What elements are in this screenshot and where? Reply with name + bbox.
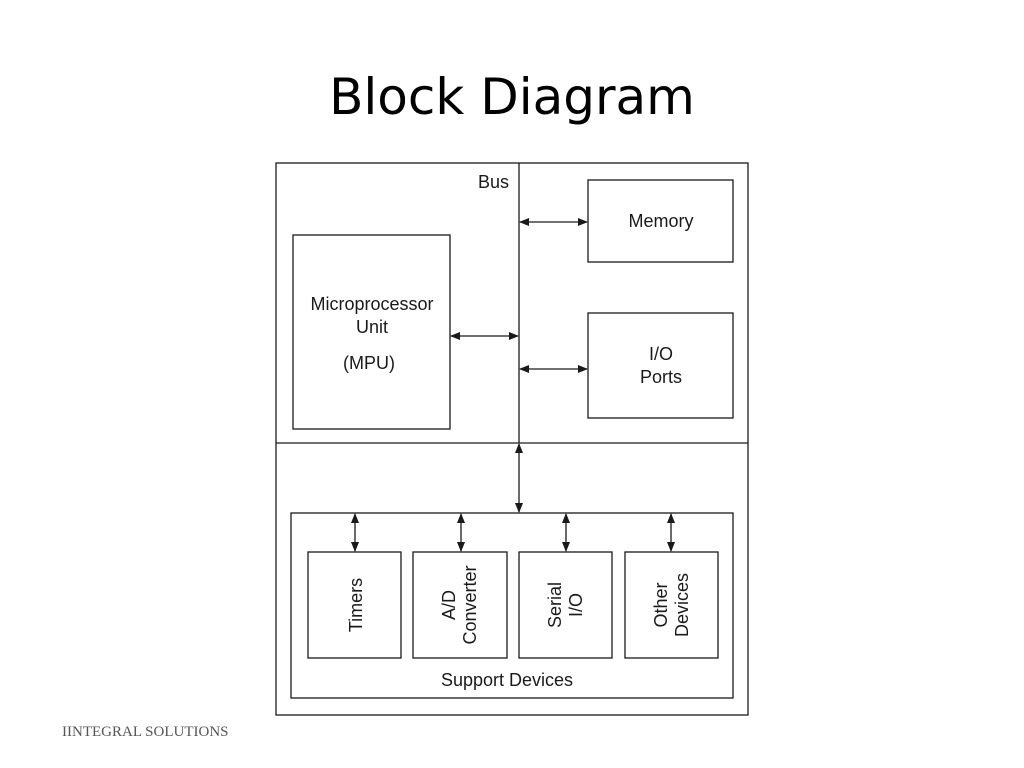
other-devices-label-line-2: Devices xyxy=(672,573,692,637)
io-ports-label-line-2: Ports xyxy=(640,367,682,387)
mpu-label-line-3: (MPU) xyxy=(343,353,395,373)
io-ports-block xyxy=(587,312,734,419)
mpu-label-line-2: Unit xyxy=(356,317,388,337)
slide-title: Block Diagram xyxy=(329,68,695,126)
ad-converter-block xyxy=(412,551,508,659)
other-devices-label-line-1: Other xyxy=(651,582,671,627)
serial-io-label-line-1: Serial xyxy=(545,582,565,628)
ad-converter-label-line-2: Converter xyxy=(460,565,480,644)
other-devices-block xyxy=(624,551,719,659)
support-devices-block xyxy=(290,512,734,699)
io-ports-label-line-1: I/O xyxy=(649,344,673,364)
memory-label: Memory xyxy=(628,211,693,231)
memory-block xyxy=(587,179,734,263)
bus-label: Bus xyxy=(478,172,509,192)
mpu-label-line-1: Microprocessor xyxy=(310,294,433,314)
support-devices-label: Support Devices xyxy=(441,670,573,690)
serial-io-block xyxy=(518,551,613,659)
ad-converter-label-line-1: A/D xyxy=(439,590,459,620)
serial-io-label-line-2: I/O xyxy=(566,593,586,617)
footer-text: IINTEGRAL SOLUTIONS xyxy=(62,724,229,740)
timers-block xyxy=(307,551,402,659)
outer-frame xyxy=(275,162,749,716)
timers-label: Timers xyxy=(346,578,366,632)
